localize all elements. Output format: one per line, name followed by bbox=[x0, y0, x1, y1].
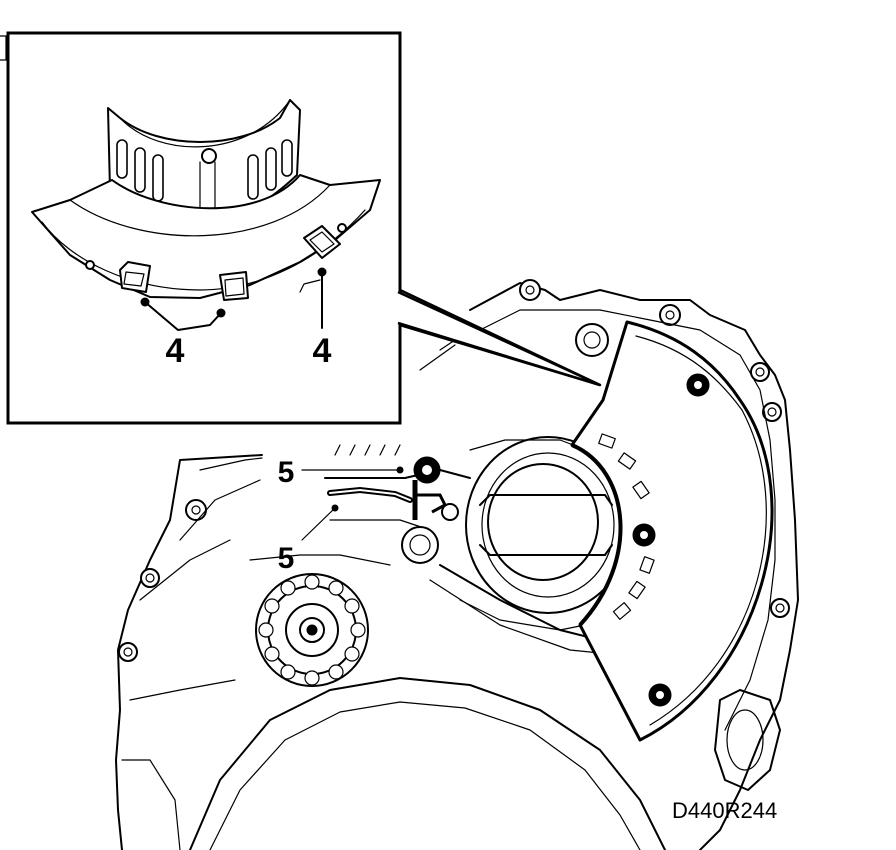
callout-label-5-upper: 5 bbox=[278, 456, 295, 489]
callout-leaders-4 bbox=[140, 267, 327, 331]
deflector-shield bbox=[570, 320, 774, 742]
inset-shield-part bbox=[31, 99, 381, 301]
transmission-housing bbox=[115, 279, 799, 850]
callout-label-4-right: 4 bbox=[313, 332, 332, 370]
callout-label-4-left: 4 bbox=[166, 332, 185, 370]
oil-tube-clip bbox=[327, 456, 447, 520]
callout-label-5-lower: 5 bbox=[278, 542, 295, 575]
figure-code: D440R244 bbox=[672, 798, 777, 823]
detail-inset: 4 4 bbox=[0, 31, 602, 425]
pump-gear bbox=[255, 573, 369, 687]
callout-leaders-5 bbox=[301, 466, 404, 541]
